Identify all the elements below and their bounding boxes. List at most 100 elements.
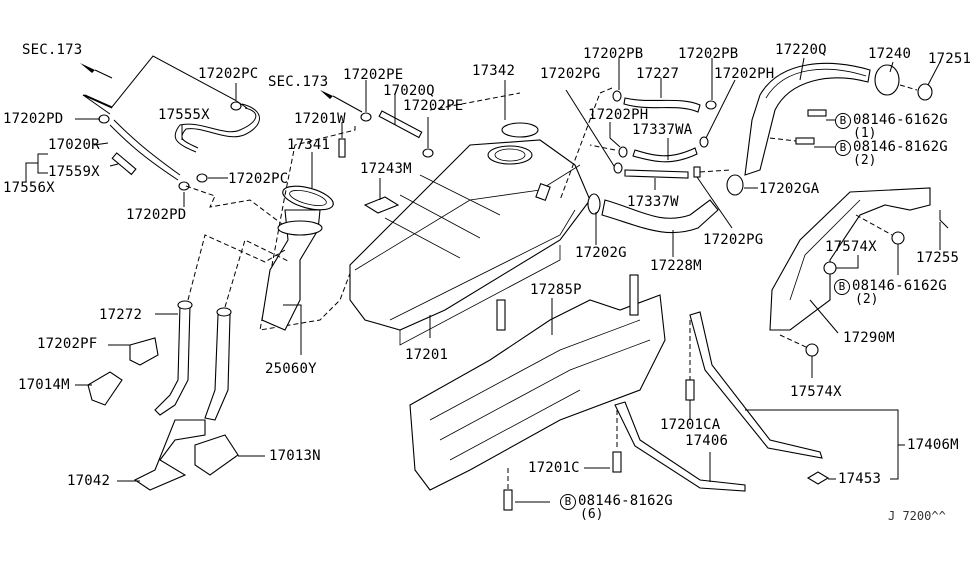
label-17202PC-mid[interactable]: 17202PC	[228, 171, 289, 187]
label-plate-17243M	[363, 196, 400, 214]
label-17272[interactable]: 17272	[99, 307, 143, 323]
qty-6162G-top: (1)	[853, 126, 877, 141]
label-17042[interactable]: 17042	[67, 473, 111, 489]
figure-code: J 7200^^	[888, 509, 946, 523]
label-17202PE-top[interactable]: 17202PE	[343, 67, 404, 83]
qty-6162G-mid: (2)	[855, 292, 879, 307]
label-17342[interactable]: 17342	[472, 63, 516, 79]
arrow-sec173-mid-icon	[320, 90, 333, 99]
label-17220Q[interactable]: 17220Q	[775, 42, 827, 58]
label-17290M[interactable]: 17290M	[843, 330, 895, 346]
pump-17042	[133, 419, 206, 491]
label-17013N[interactable]: 17013N	[269, 448, 321, 464]
filler-neck-17220Q	[744, 57, 941, 176]
bolt-17201CA	[685, 379, 695, 401]
label-17201CA[interactable]: 17201CA	[660, 417, 721, 433]
label-17201[interactable]: 17201	[405, 347, 449, 363]
label-17453[interactable]: 17453	[838, 471, 882, 487]
label-17201W[interactable]: 17201W	[294, 111, 346, 127]
bolt-17201C	[612, 451, 622, 473]
hose-17272	[154, 304, 191, 416]
clamp-17202PC-top	[230, 101, 242, 111]
label-17020R[interactable]: 17020R	[48, 137, 100, 153]
label-17202PE-mid[interactable]: 17202PE	[403, 98, 464, 114]
label-25060Y[interactable]: 25060Y	[265, 361, 317, 377]
label-17202PB-left[interactable]: 17202PB	[583, 46, 644, 62]
qty-8162G-top: (2)	[853, 153, 877, 168]
protector-17290M	[769, 187, 949, 378]
label-17251[interactable]: 17251	[928, 51, 972, 67]
bolt-8162G-bottom-part: 08146-8162G	[578, 493, 673, 509]
label-17202PD-left[interactable]: 17202PD	[3, 111, 64, 127]
qty-8162G-bottom: (6)	[580, 507, 604, 522]
label-sec173-mid[interactable]: SEC.173	[268, 74, 329, 90]
label-17255[interactable]: 17255	[916, 250, 960, 266]
bolt-8162G-top-part: 08146-8162G	[853, 139, 948, 155]
label-17406M[interactable]: 17406M	[907, 437, 959, 453]
part-17453	[806, 471, 830, 485]
label-17556X[interactable]: 17556X	[3, 180, 55, 196]
label-sec173-left[interactable]: SEC.173	[22, 42, 83, 58]
cap-17251	[917, 83, 933, 101]
bolt-6162G-top-part: 08146-6162G	[853, 112, 948, 128]
bolt-17201W	[338, 138, 346, 158]
label-17202PB-right[interactable]: 17202PB	[678, 46, 739, 62]
label-17202PG-top[interactable]: 17202PG	[540, 66, 601, 82]
pipe-17020Q	[378, 110, 423, 139]
fuel-sender-25060Y	[261, 209, 321, 331]
hose-17227	[623, 97, 701, 113]
label-17406[interactable]: 17406	[685, 433, 729, 449]
label-17341[interactable]: 17341	[287, 137, 331, 153]
label-17202PD-bottom[interactable]: 17202PD	[126, 207, 187, 223]
filter-17014M	[87, 371, 123, 406]
label-17243M[interactable]: 17243M	[360, 161, 412, 177]
label-17202PF[interactable]: 17202PF	[37, 336, 98, 352]
strap-17406	[614, 401, 746, 492]
label-17337WA[interactable]: 17337WA	[632, 122, 693, 138]
bolt-8162G-bottom	[503, 489, 513, 511]
bracket-right	[629, 274, 639, 316]
clamp-17202PD-left	[98, 114, 110, 124]
part-17559X	[111, 152, 137, 176]
bolt-6162G-mid-part: 08146-6162G	[852, 278, 947, 294]
label-17574X-top[interactable]: 17574X	[825, 239, 877, 255]
ring-17342	[501, 122, 539, 138]
label-17020Q[interactable]: 17020Q	[383, 83, 435, 99]
label-17202PG-bottom[interactable]: 17202PG	[703, 232, 764, 248]
arrow-sec173-left-icon	[80, 63, 95, 73]
label-17202PH-right[interactable]: 17202PH	[714, 66, 775, 82]
bolt-marker-icon: B	[835, 140, 851, 156]
clamp-17202PC-mid	[196, 173, 208, 183]
label-17014M[interactable]: 17014M	[18, 377, 70, 393]
hose-17337W	[624, 169, 689, 179]
label-17574X-bottom[interactable]: 17574X	[790, 384, 842, 400]
label-17227[interactable]: 17227	[636, 66, 680, 82]
label-17240[interactable]: 17240	[868, 46, 912, 62]
bolt-8162G-top	[795, 137, 815, 145]
label-17285P[interactable]: 17285P	[530, 282, 582, 298]
seal-17240	[874, 64, 900, 96]
vent-hose-assembly	[25, 55, 311, 246]
bolt-marker-icon: B	[835, 113, 851, 129]
label-17202PH-left[interactable]: 17202PH	[588, 107, 649, 123]
label-17202GA[interactable]: 17202GA	[759, 181, 820, 197]
label-17337W[interactable]: 17337W	[627, 194, 679, 210]
fuel-tank-17201	[349, 139, 591, 346]
label-17201C[interactable]: 17201C	[528, 460, 580, 476]
bolt-marker-icon: B	[560, 494, 576, 510]
fuel-pump-area	[75, 234, 291, 491]
label-17228M[interactable]: 17228M	[650, 258, 702, 274]
tank-straps	[503, 311, 905, 511]
clip-17202PF	[129, 337, 159, 366]
label-17202PC-top[interactable]: 17202PC	[198, 66, 259, 82]
label-17555X[interactable]: 17555X	[158, 107, 210, 123]
label-17202G[interactable]: 17202G	[575, 245, 627, 261]
hose-17228M	[601, 199, 719, 234]
skid-plate-17285P	[409, 274, 666, 491]
label-17559X[interactable]: 17559X	[48, 164, 100, 180]
